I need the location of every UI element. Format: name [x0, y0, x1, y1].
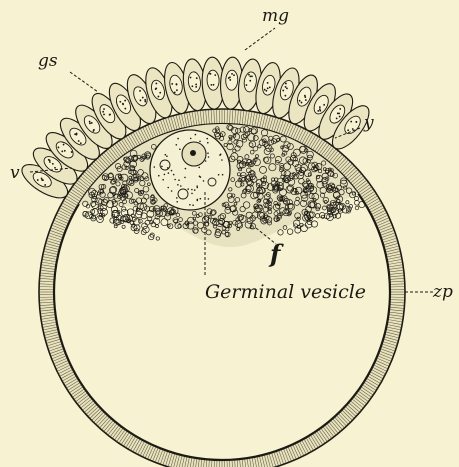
- label-zp: zp: [432, 282, 453, 302]
- label-y: y: [363, 113, 374, 133]
- label-mg: mg: [262, 6, 289, 26]
- label-v: v: [10, 163, 20, 183]
- label-germinal-vesicle: Germinal vesicle: [205, 281, 366, 303]
- label-gs: gs: [38, 51, 58, 71]
- germinal-vesicle: [150, 130, 230, 210]
